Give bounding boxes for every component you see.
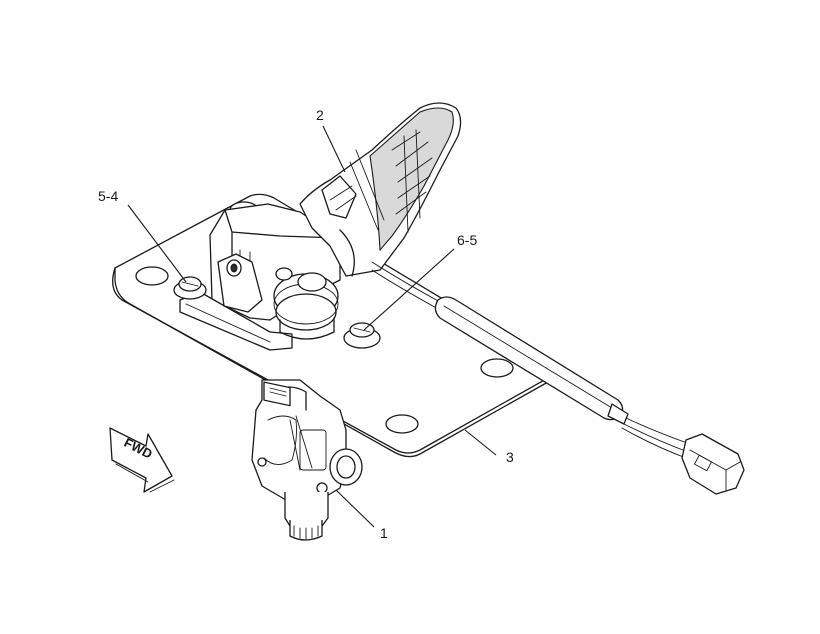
callout-5-4: 5-4	[98, 188, 118, 204]
pedal-housing	[179, 203, 341, 407]
valve-body	[251, 379, 363, 541]
callout-6-5: 6-5	[457, 232, 477, 248]
fwd-arrow: FWD	[109, 427, 175, 493]
leader-lines	[127, 125, 497, 528]
pedal	[299, 102, 462, 277]
callout-1: 1	[380, 525, 388, 541]
callout-3: 3	[506, 449, 514, 465]
wiring-harness	[371, 261, 745, 495]
callout-2: 2	[316, 107, 324, 123]
bolt-5-4	[173, 276, 207, 300]
